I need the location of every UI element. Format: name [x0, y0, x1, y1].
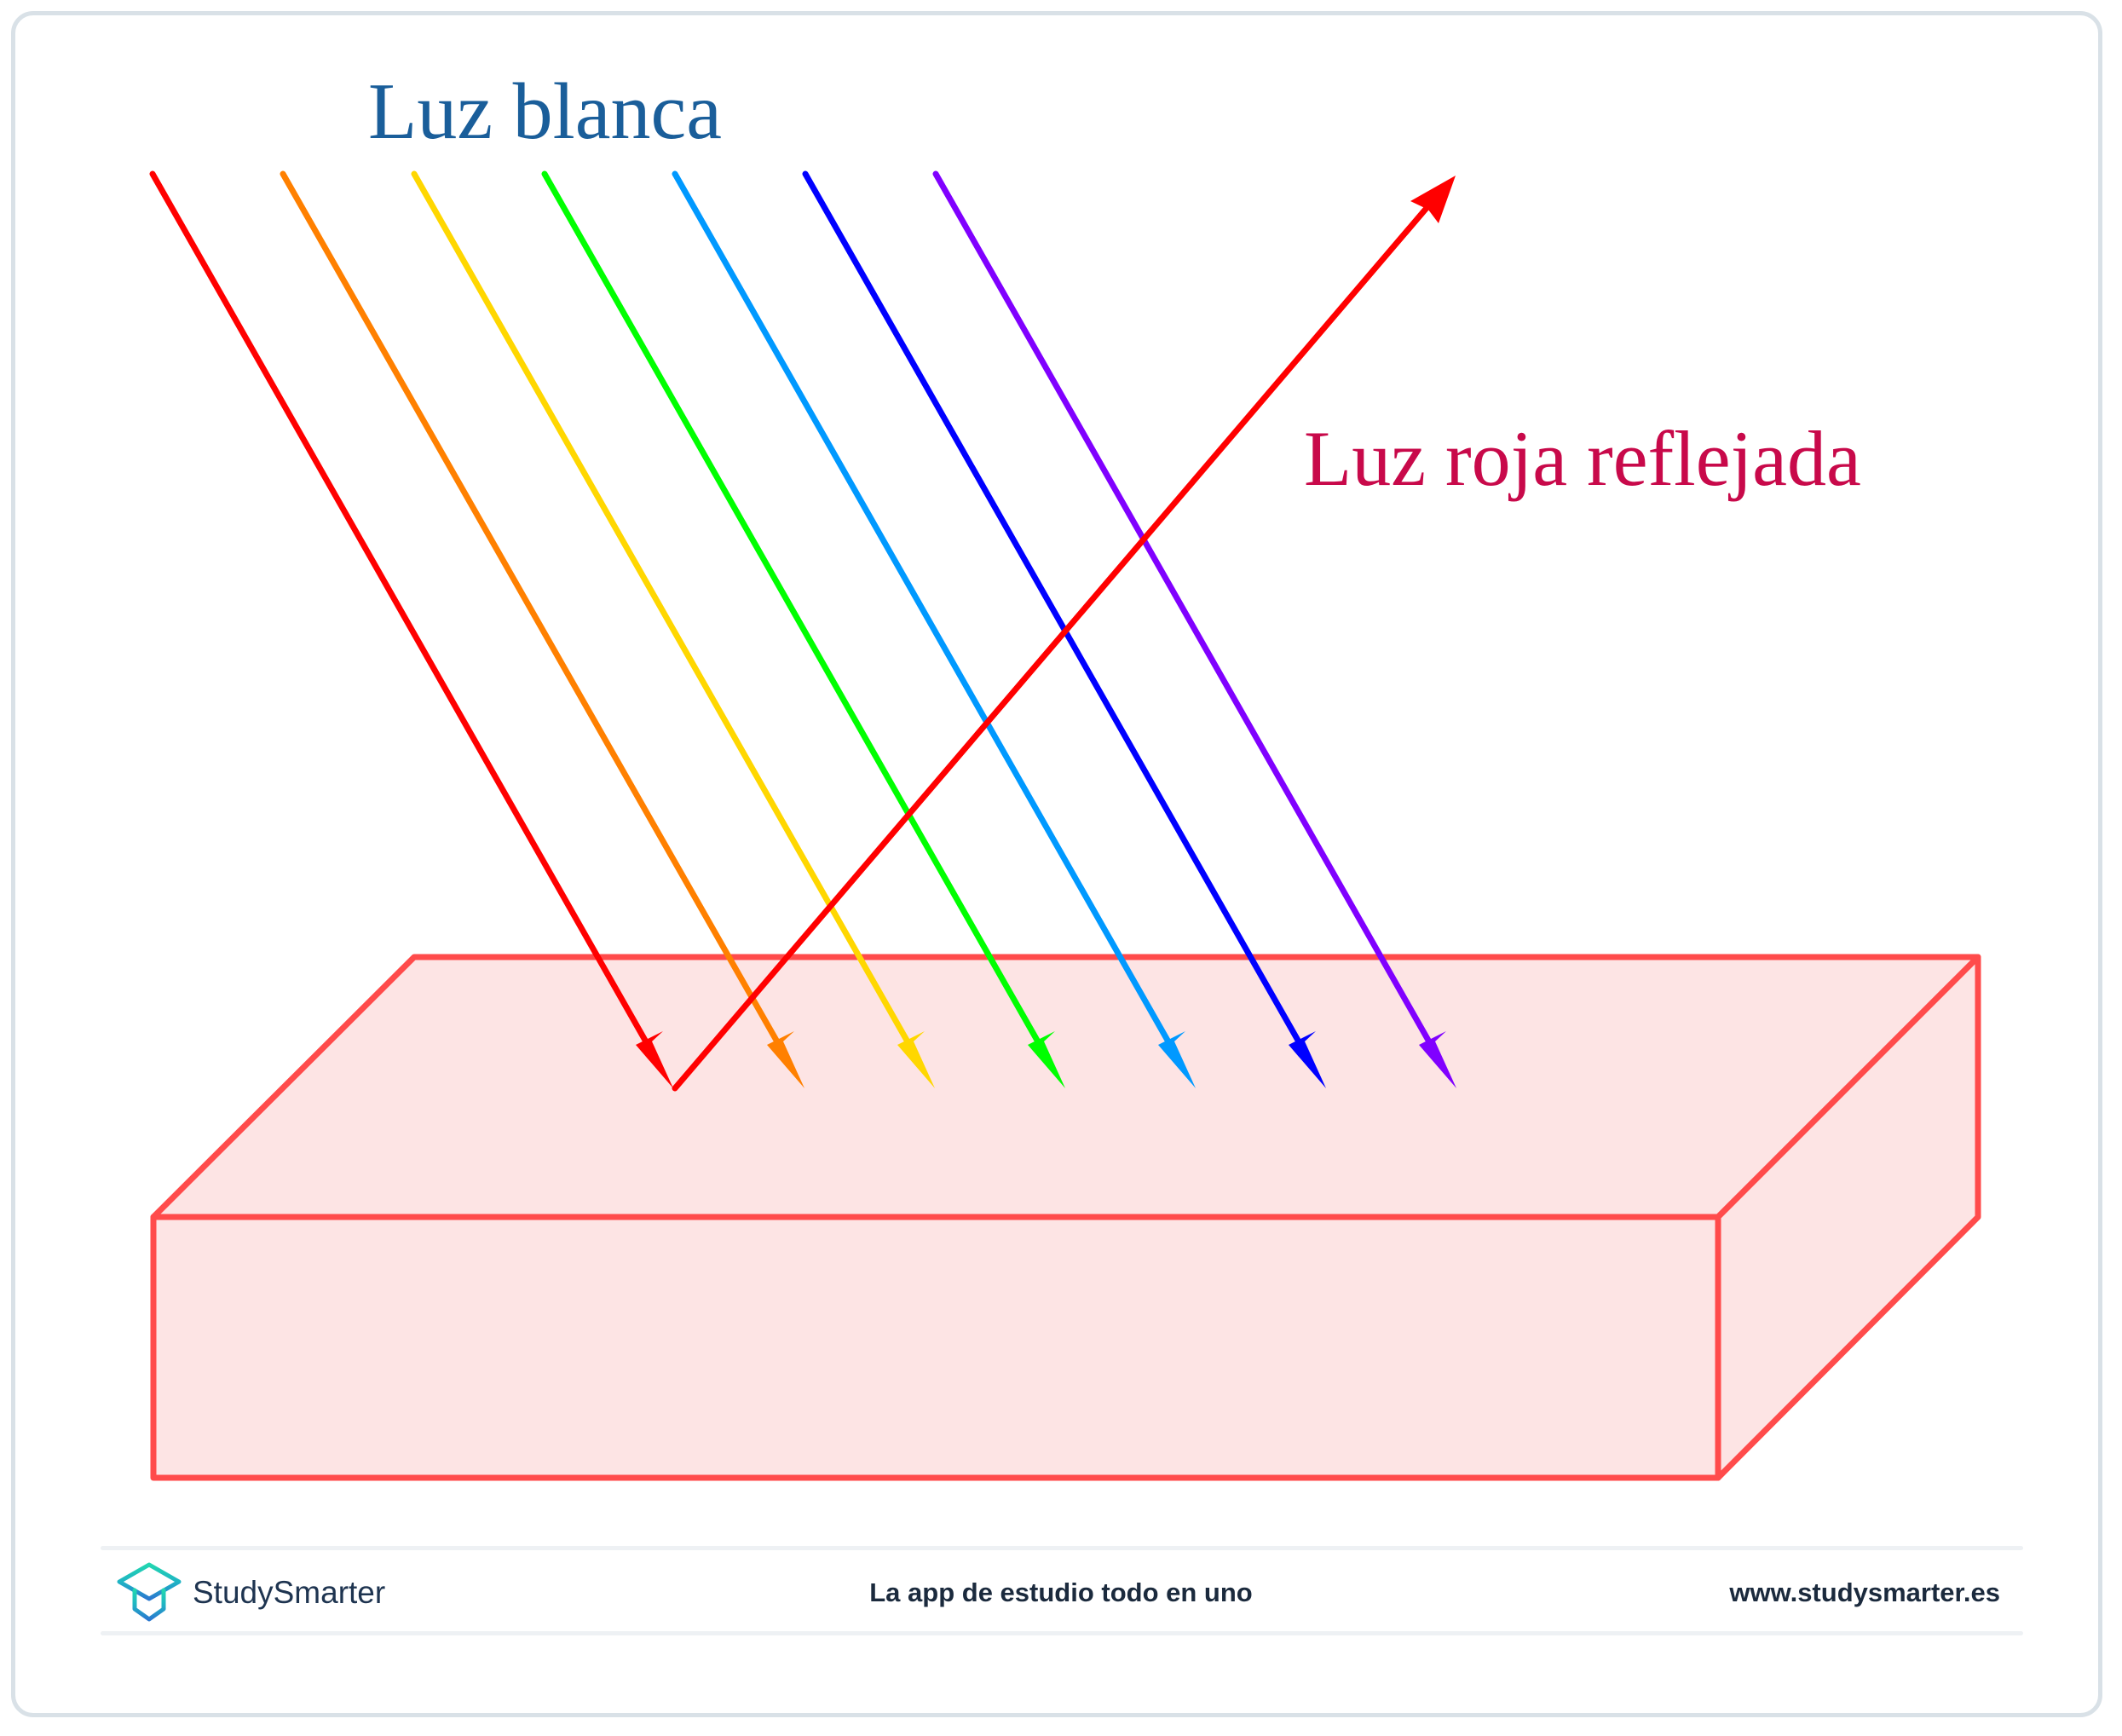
footer-tagline: La app de estudio todo en uno — [869, 1577, 1253, 1607]
ray-yellow — [411, 170, 935, 1088]
footer-brand-name: StudySmarter — [193, 1575, 386, 1610]
footer-divider-top — [101, 1546, 2023, 1550]
reflected-light-label: Luz roja reflejada — [1304, 415, 1861, 502]
ray-green — [541, 170, 1065, 1088]
footer-website-link[interactable]: www.studysmarter.es — [1729, 1577, 2000, 1607]
incident-light-label: Luz blanca — [368, 67, 722, 156]
ray-red — [149, 170, 673, 1088]
ray-orange — [280, 170, 804, 1088]
block-side-face — [1715, 954, 1981, 1481]
footer-divider-bottom — [101, 1631, 2023, 1635]
reflecting-block — [150, 954, 1981, 1481]
ray-light-blue — [672, 170, 1196, 1088]
ray-blue — [802, 170, 1326, 1088]
reflected-ray-red — [672, 176, 1456, 1092]
block-front-face — [150, 1214, 1721, 1481]
block-top-face — [150, 954, 1981, 1220]
studysmarter-logo-icon — [117, 1562, 182, 1622]
ray-violet — [932, 170, 1456, 1088]
incident-rays — [149, 170, 1456, 1088]
